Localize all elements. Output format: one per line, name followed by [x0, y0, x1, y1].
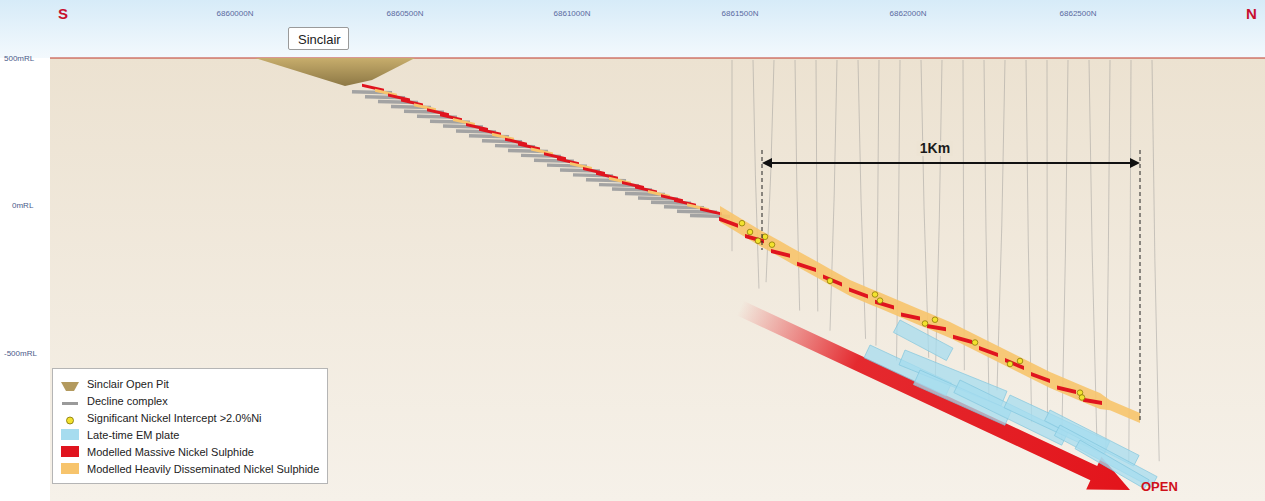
rl-label: 500mRL	[4, 55, 34, 64]
northing-label: 6860500N	[387, 10, 424, 19]
legend-row: Modelled Heavily Disseminated Nickel Sul…	[61, 460, 319, 477]
sky-band	[0, 0, 1265, 58]
legend-text: Modelled Massive Nickel Sulphide	[87, 446, 254, 458]
intercept-marker	[1007, 361, 1013, 367]
legend-text: Modelled Heavily Disseminated Nickel Sul…	[87, 463, 319, 475]
rl-label: 0mRL	[12, 202, 33, 211]
northing-label: 6860000N	[217, 10, 254, 19]
massive-lens	[849, 287, 868, 298]
legend-swatch	[61, 446, 79, 457]
drill-hole	[795, 60, 800, 311]
massive-lens	[797, 262, 816, 272]
rl-label: -500mRL	[4, 350, 37, 359]
dim-line	[768, 162, 1134, 164]
intercept-marker	[932, 317, 938, 323]
scale-label: 1Km	[917, 141, 953, 156]
drill-hole	[963, 60, 964, 370]
legend-row: Decline complex	[61, 392, 319, 409]
intercept-marker	[1079, 395, 1085, 401]
direction-label: N	[1246, 6, 1257, 23]
pit-sample	[61, 382, 79, 391]
legend-text: Sinclair Open Pit	[87, 378, 169, 390]
massive-lens	[1057, 386, 1076, 394]
ground	[50, 58, 1265, 501]
drill-hole	[1089, 60, 1097, 441]
massive-lens	[927, 324, 946, 331]
legend-row: Late-time EM plate	[61, 426, 319, 443]
orebody	[352, 84, 1140, 423]
drill-hole	[1152, 60, 1159, 461]
drill-hole	[1106, 60, 1110, 454]
northing-label: 6861000N	[554, 10, 591, 19]
massive-lens	[823, 274, 842, 286]
intercept-marker	[747, 229, 753, 235]
em-plate	[1075, 440, 1149, 489]
drill-hole	[1047, 60, 1048, 417]
dim-arrowhead	[762, 158, 772, 168]
intercept-marker	[1017, 358, 1023, 364]
open-label: OPEN	[1141, 480, 1178, 494]
legend-text: Late-time EM plate	[87, 429, 179, 441]
drill-hole	[1129, 60, 1131, 464]
legend-sample	[61, 395, 79, 406]
legend-text: Decline complex	[87, 395, 168, 407]
intercept-marker	[972, 340, 978, 346]
dim-line	[1140, 150, 1141, 420]
site-label-box: Sinclair	[288, 27, 349, 50]
massive-lens	[1031, 372, 1050, 383]
drill-hole	[830, 60, 837, 331]
legend-box: Sinclair Open PitDecline complexSignific…	[52, 368, 328, 484]
legend-sample-shape	[61, 381, 79, 392]
intercept-marker	[739, 220, 745, 226]
drill-hole	[997, 60, 1005, 390]
decline-sample	[62, 402, 78, 405]
intercepts	[739, 220, 1085, 400]
legend-sample-shape	[61, 398, 79, 409]
legend-swatch	[61, 429, 79, 440]
disseminated-band	[720, 206, 1140, 423]
dim-line	[762, 150, 763, 250]
massive-lens	[953, 335, 972, 344]
intercept-marker	[762, 234, 768, 240]
legend-row: Significant Nickel Intercept >2.0%Ni	[61, 409, 319, 426]
drill-hole	[753, 60, 759, 289]
massive-lens	[771, 249, 790, 258]
legend-sample	[61, 412, 79, 423]
intercept-sample	[67, 417, 74, 424]
open-pit	[255, 58, 415, 86]
intercept-marker	[755, 238, 761, 244]
legend-row: Modelled Massive Nickel Sulphide	[61, 443, 319, 460]
legend-row: Sinclair Open Pit	[61, 375, 319, 392]
northing-label: 6861500N	[722, 10, 759, 19]
direction-label: S	[58, 6, 68, 23]
northing-label: 6862500N	[1060, 10, 1097, 19]
massive-lens	[979, 346, 998, 357]
intercept-marker	[872, 292, 878, 298]
legend-sample	[61, 378, 79, 389]
site-name: Sinclair	[298, 32, 339, 47]
dim-arrowhead	[1130, 158, 1140, 168]
massive-lens	[1083, 398, 1102, 405]
intercept-marker	[877, 298, 883, 304]
intercept-marker	[922, 321, 928, 327]
intercept-marker	[769, 242, 775, 248]
massive-lens	[1005, 358, 1024, 370]
ground-surface	[50, 57, 1265, 58]
massive-lens	[901, 313, 920, 321]
massive-lens	[745, 234, 764, 243]
ore-lens	[700, 208, 722, 216]
massive-lens	[719, 217, 738, 228]
legend-swatch	[61, 463, 79, 474]
scale-bar	[762, 150, 1140, 420]
legend-sample-shape	[61, 415, 79, 426]
legend-text: Significant Nickel Intercept >2.0%Ni	[87, 412, 262, 424]
northing-label: 6862000N	[890, 10, 927, 19]
intercept-marker	[827, 278, 833, 284]
